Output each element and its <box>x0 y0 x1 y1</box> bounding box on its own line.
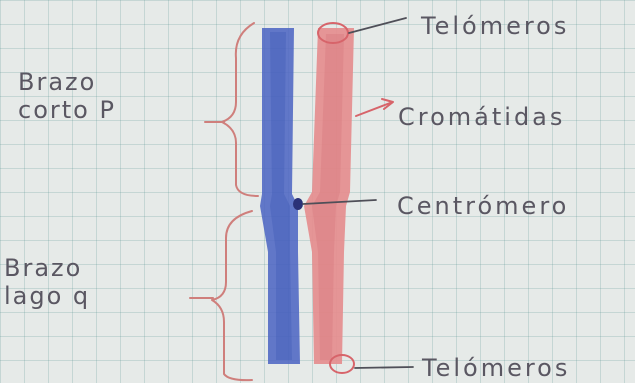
long-arm-bracket <box>211 210 253 382</box>
centromere-label: Centrómero <box>397 192 570 220</box>
red-chromatid-shade <box>312 34 344 360</box>
centromere-pointer <box>302 199 377 205</box>
short-arm-bracket <box>221 22 259 197</box>
telomere-top-circle <box>317 22 349 44</box>
telomere-bottom-pointer <box>354 366 414 369</box>
chromatids-label: Cromátidas <box>398 103 566 131</box>
chromatid-pointer-arrowhead <box>381 98 394 110</box>
blue-chromatid-shade <box>270 32 292 360</box>
telomeres-bottom-label: Telómeros <box>422 354 571 382</box>
annotations <box>189 17 414 382</box>
centromere-dot <box>293 198 303 210</box>
chromosome <box>260 28 354 364</box>
short-arm-label: Brazo corto P <box>18 68 116 125</box>
telomere-top-pointer <box>348 17 407 34</box>
red-chromatid <box>304 28 354 364</box>
blue-chromatid <box>260 28 300 364</box>
telomere-bottom-circle <box>329 354 355 374</box>
chromatid-pointer <box>355 102 391 117</box>
telomeres-top-label: Telómeros <box>421 12 570 40</box>
long-arm-label: Brazo lago q <box>4 254 91 311</box>
